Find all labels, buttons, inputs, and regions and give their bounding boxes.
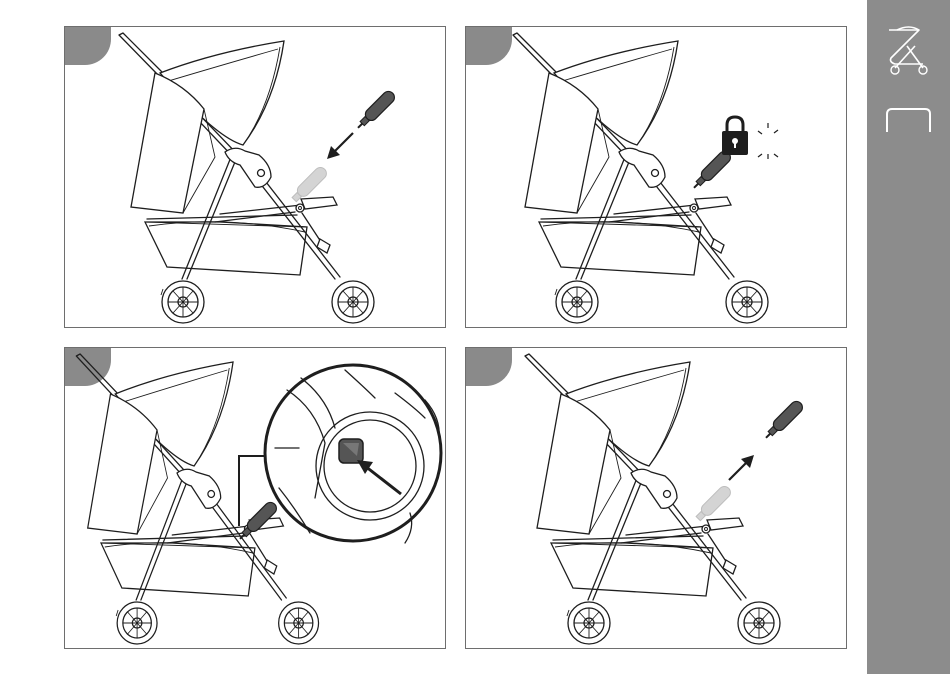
step-2-panel (465, 26, 847, 328)
step-3-illustration (65, 348, 446, 649)
step-3-panel (64, 347, 446, 649)
step-4-illustration (466, 348, 847, 649)
step-1-panel (64, 26, 446, 328)
step-1-illustration (65, 27, 446, 328)
step-4-panel (465, 347, 847, 649)
release-button-zoom (265, 365, 441, 543)
padlock-icon (722, 117, 748, 155)
section-tab-icon (885, 106, 935, 136)
lock-click-marks (758, 123, 778, 159)
step-2-illustration (466, 27, 847, 328)
chapter-sidebar (867, 0, 950, 674)
stroller-icon (879, 22, 939, 82)
